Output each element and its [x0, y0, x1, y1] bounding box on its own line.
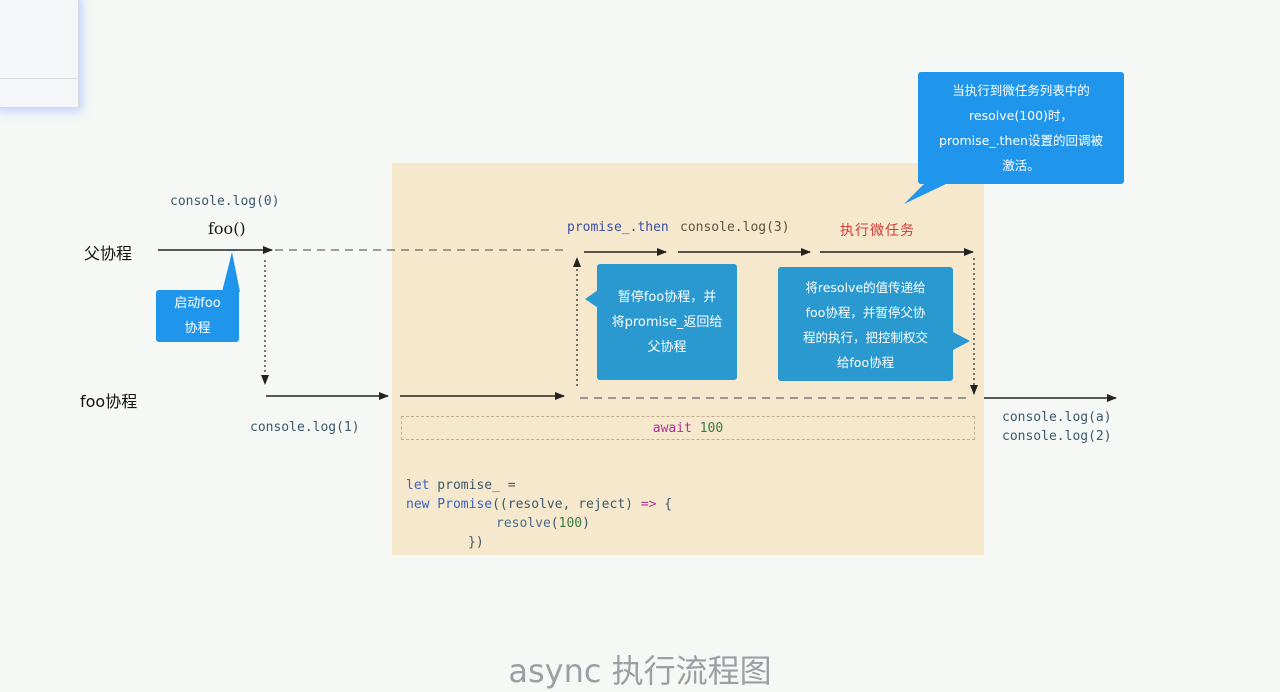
callout-line: resolve(100)时， [969, 108, 1073, 123]
exec-microtask-label: 执行微任务 [840, 223, 915, 239]
pause-callout-pointer [585, 290, 598, 308]
callout-line: 激活。 [1002, 158, 1040, 173]
callout-line: 将promise_返回给 [611, 315, 723, 330]
parent-lane-label: 父协程 [84, 244, 133, 263]
start-callout-pointer [222, 252, 240, 292]
flow-arrows [158, 183, 1117, 402]
callout-line: promise_.then设置的回调被 [939, 133, 1103, 148]
code-line-1: let promise_ = [406, 478, 516, 493]
callout-line: 当执行到微任务列表中的 [952, 83, 1090, 98]
pause-foo-callout: 暂停foo协程，并 将promise_返回给 父协程 [597, 264, 737, 380]
foo-call: foo() [208, 219, 246, 238]
callout-line: 协程 [184, 321, 211, 336]
console-log-3: console.log(3) [680, 220, 790, 235]
code-line-2: new Promise((resolve, reject) => { [406, 497, 673, 512]
code-line-4: }) [468, 535, 484, 550]
await-keyword: await [652, 421, 692, 436]
await-expression: await 100 [402, 421, 974, 436]
callout-line: foo协程，并暂停父协 [805, 305, 926, 320]
microtask-note-callout: 当执行到微任务列表中的 resolve(100)时， promise_.then… [918, 72, 1124, 184]
console-log-2: console.log(2) [1002, 429, 1112, 444]
pass-callout-pointer [953, 332, 970, 350]
console-log-1: console.log(1) [250, 420, 360, 435]
promise-then-label: promise_.then [567, 220, 669, 235]
note-callout-pointer [904, 183, 948, 204]
start-foo-callout: 启动foo 协程 [156, 290, 239, 342]
callout-line: 暂停foo协程，并 [617, 290, 717, 305]
callout-line: 程的执行，把控制权交 [802, 330, 928, 345]
await-box: await 100 [401, 416, 975, 440]
window-card [0, 0, 79, 108]
promise-code: let promise_ = new Promise((resolve, rej… [406, 476, 672, 552]
code-line-3: resolve(100) [496, 516, 590, 531]
console-log-0: console.log(0) [170, 194, 280, 209]
await-value: 100 [699, 421, 724, 436]
callout-line: 启动foo [174, 296, 221, 311]
console-log-a: console.log(a) [1002, 410, 1112, 425]
callout-line: 将resolve的值传递给 [805, 280, 926, 295]
foo-lane-label: foo协程 [80, 392, 138, 411]
callout-line: 父协程 [647, 340, 687, 355]
pass-resolve-callout: 将resolve的值传递给 foo协程，并暂停父协 程的执行，把控制权交 给fo… [778, 267, 953, 381]
callout-line: 给foo协程 [836, 355, 895, 370]
figure-caption: async 执行流程图 [508, 652, 772, 690]
